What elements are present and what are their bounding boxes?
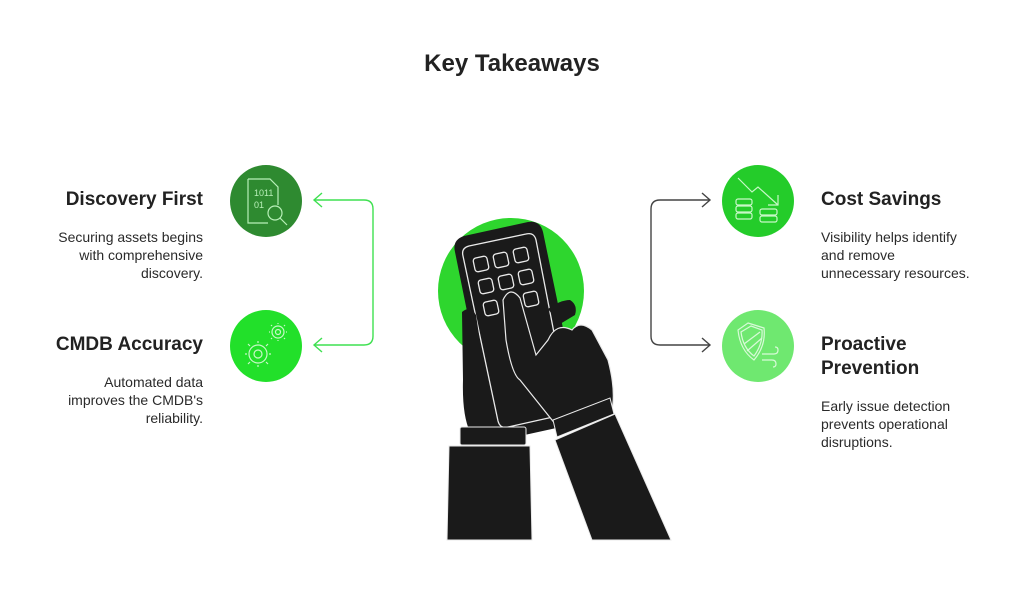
cmdb-description: Automated data improves the CMDB's relia…: [20, 373, 203, 427]
cost-circle: [722, 165, 794, 237]
proactive-heading: Proactive Prevention: [821, 333, 1011, 381]
left-connector: [312, 192, 374, 353]
description-line: reliability.: [145, 410, 203, 426]
cmdb-circle: [230, 310, 302, 382]
discovery-circle: 1011 01: [230, 165, 302, 237]
heading-line: Prevention: [821, 358, 920, 379]
description-line: Automated data: [104, 374, 203, 390]
shield-wind-icon: [737, 322, 779, 368]
description-line: Securing assets begins: [58, 229, 203, 245]
proactive-circle: [722, 310, 794, 382]
page-title: Key Takeaways: [424, 50, 600, 77]
description-line: disruptions.: [821, 434, 893, 450]
description-line: unnecessary resources.: [821, 265, 970, 281]
svg-text:1011: 1011: [254, 188, 273, 198]
discovery-description: Securing assets begins with comprehensiv…: [20, 228, 203, 282]
binary-document-search-icon: 1011 01: [247, 178, 288, 226]
cost-heading: Cost Savings: [821, 189, 942, 210]
description-line: improves the CMDB's: [68, 392, 203, 408]
right-connector: [650, 192, 712, 353]
svg-text:01: 01: [254, 200, 264, 210]
description-line: with comprehensive: [79, 247, 203, 263]
coins-trend-down-icon: [735, 177, 779, 223]
left-hand-icon: [446, 309, 533, 541]
cost-description: Visibility helps identify and remove unn…: [821, 228, 1011, 282]
description-line: prevents operational: [821, 416, 948, 432]
discovery-heading: Discovery First: [65, 189, 203, 210]
cmdb-heading: CMDB Accuracy: [55, 334, 203, 355]
description-line: discovery.: [141, 265, 203, 281]
heading-line: Proactive: [821, 334, 907, 355]
proactive-description: Early issue detection prevents operation…: [821, 397, 1011, 451]
description-line: Early issue detection: [821, 398, 951, 414]
description-line: Visibility helps identify: [821, 229, 957, 245]
description-line: and remove: [821, 247, 895, 263]
right-hand-icon: [502, 291, 672, 541]
gears-icon: [245, 323, 287, 367]
